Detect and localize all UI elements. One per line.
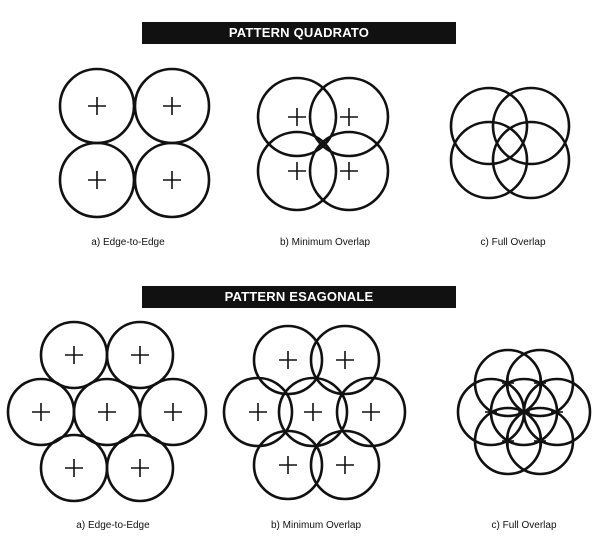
- caption-hex-minimum-overlap: b) Minimum Overlap: [270, 520, 362, 531]
- center-cross-icon: [249, 403, 267, 421]
- coverage-circle: [309, 429, 381, 501]
- coverage-circle: [449, 86, 529, 166]
- center-cross-icon: [279, 351, 297, 369]
- center-cross-icon: [304, 403, 322, 421]
- center-cross-icon: [88, 171, 106, 189]
- center-cross-icon: [288, 162, 306, 180]
- center-cross-icon: [518, 406, 530, 418]
- coverage-circle: [308, 130, 390, 212]
- center-cross-icon: [336, 351, 354, 369]
- center-cross-icon: [485, 406, 497, 418]
- coverage-circle: [222, 376, 294, 448]
- caption-square-edge-to-edge: a) Edge-to-Edge: [91, 237, 165, 248]
- center-cross-icon: [131, 459, 149, 477]
- coverage-circle: [491, 86, 571, 166]
- caption-hex-full-overlap: c) Full Overlap: [491, 520, 557, 531]
- caption-hex-edge-to-edge: a) Edge-to-Edge: [76, 520, 150, 531]
- coverage-circle: [491, 120, 571, 200]
- coverage-circle: [277, 376, 349, 448]
- center-cross-icon: [534, 377, 546, 389]
- hex-full-overlap-pattern: [456, 348, 592, 476]
- center-cross-icon: [502, 435, 514, 447]
- center-cross-icon: [340, 108, 358, 126]
- square-full-overlap-pattern: [449, 86, 571, 200]
- square-edge-to-edge-pattern: [58, 67, 211, 219]
- center-cross-icon: [502, 377, 514, 389]
- hex-edge-to-edge-pattern: [6, 320, 208, 503]
- square-minimum-overlap-pattern: [256, 76, 390, 212]
- coverage-circle: [308, 76, 390, 158]
- section-title-hexagonal-pattern: PATTERN ESAGONALE: [142, 286, 456, 308]
- center-cross-icon: [288, 108, 306, 126]
- center-cross-icon: [340, 162, 358, 180]
- center-cross-icon: [32, 403, 50, 421]
- center-cross-icon: [163, 97, 181, 115]
- center-cross-icon: [65, 459, 83, 477]
- center-cross-icon: [65, 346, 83, 364]
- caption-square-full-overlap: c) Full Overlap: [480, 237, 546, 248]
- coverage-circle: [256, 130, 338, 212]
- center-cross-icon: [336, 456, 354, 474]
- coverage-circle: [105, 320, 175, 390]
- hex-minimum-overlap-pattern: [222, 324, 407, 501]
- coverage-circle: [133, 141, 211, 219]
- coverage-circle: [335, 376, 407, 448]
- coverage-circle: [105, 433, 175, 503]
- coverage-circle: [449, 120, 529, 200]
- coverage-circle: [256, 76, 338, 158]
- center-cross-icon: [534, 435, 546, 447]
- center-cross-icon: [279, 456, 297, 474]
- section-title-square-pattern: PATTERN QUADRATO: [142, 22, 456, 44]
- center-cross-icon: [551, 406, 563, 418]
- coverage-circle: [138, 377, 208, 447]
- coverage-circle: [309, 324, 381, 396]
- center-cross-icon: [362, 403, 380, 421]
- center-cross-icon: [131, 346, 149, 364]
- center-cross-icon: [88, 97, 106, 115]
- center-cross-icon: [164, 403, 182, 421]
- coverage-circle: [252, 429, 324, 501]
- caption-square-minimum-overlap: b) Minimum Overlap: [279, 237, 371, 248]
- center-cross-icon: [98, 403, 116, 421]
- center-cross-icon: [163, 171, 181, 189]
